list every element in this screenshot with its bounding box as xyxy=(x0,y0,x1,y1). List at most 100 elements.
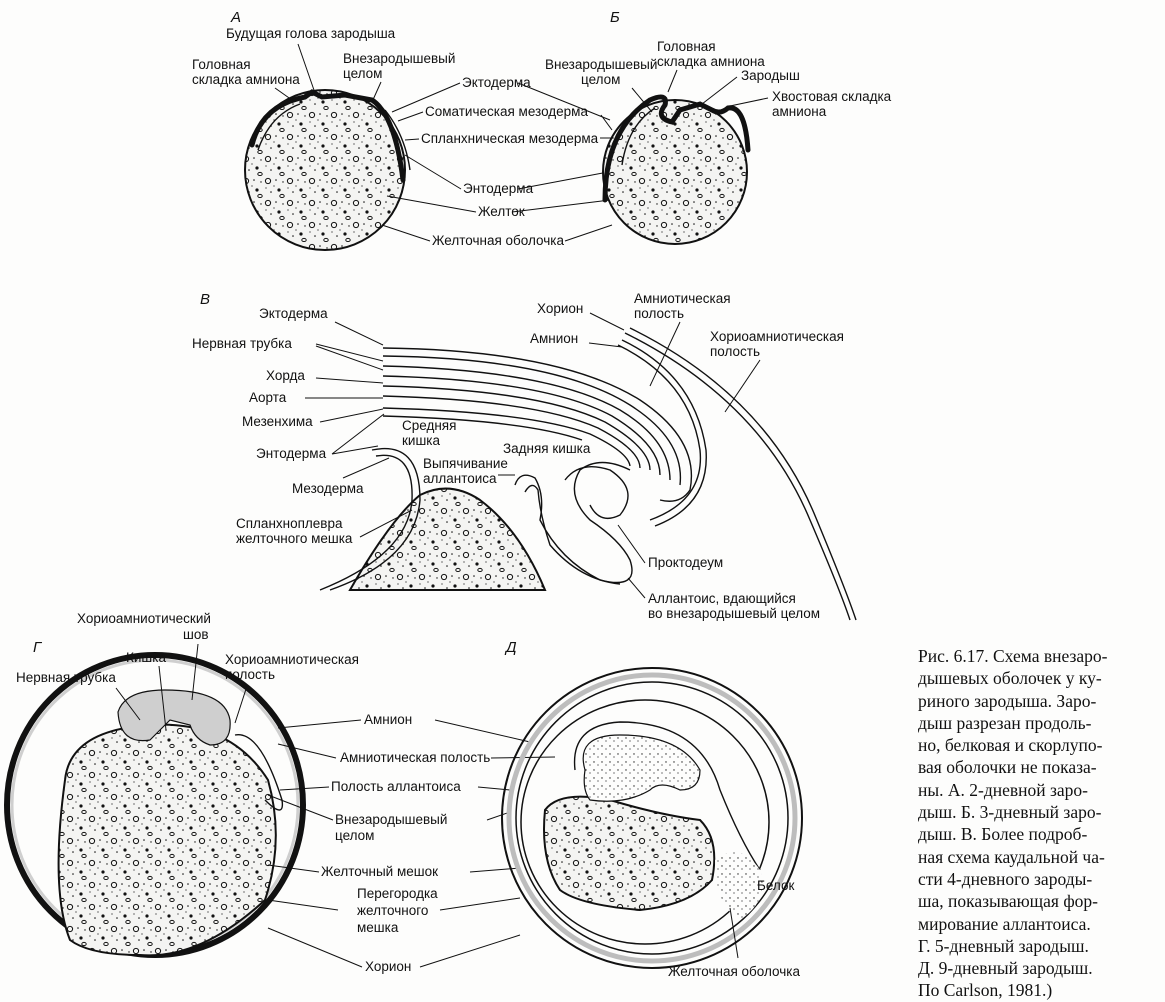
caption-line: дыш разрезан продоль- xyxy=(918,712,1092,733)
label-splanchnopleure-1: Спланхноплевра xyxy=(236,516,343,531)
label-ectoderm-v: Эктодерма xyxy=(259,306,328,321)
label-allantois-bud-1: Выпячивание xyxy=(423,456,508,471)
panel-v-layer xyxy=(382,375,661,476)
label-suture-2: шов xyxy=(183,627,209,642)
panel-v-allantois xyxy=(514,461,633,584)
panel-v-chorion-outer xyxy=(629,327,857,621)
panel-b-embryo-layers xyxy=(602,94,751,203)
label-chorioamniotic-g-2: полость xyxy=(225,667,275,682)
panel-v-layer xyxy=(382,395,641,469)
caption-line: Рис. 6.17. Схема внезаро- xyxy=(918,646,1108,666)
shared-ab-leader-lines xyxy=(511,82,613,242)
panel-d-yolk-sac xyxy=(543,795,716,912)
caption-line: риного зародыша. Заро- xyxy=(918,690,1097,711)
label-coelom-b-2: целом xyxy=(581,72,620,87)
panel-d-embryo xyxy=(582,734,701,802)
caption-line: но, белковая и скорлупо- xyxy=(918,735,1103,756)
panel-v-ectoderm-layer xyxy=(382,347,693,502)
label-suture-1: Хориоамниотический xyxy=(77,611,211,626)
panel-v-splanchnopleure xyxy=(329,448,421,591)
panel-v-layer xyxy=(382,407,631,467)
panel-d-leader-lines xyxy=(729,907,739,959)
panel-v-letter: В xyxy=(200,291,210,308)
label-embryo: Зародыш xyxy=(741,68,800,83)
caption-line: Д. 9-дневный зародыш. xyxy=(918,958,1093,979)
label-endoderm-a: Энтодерма xyxy=(463,181,534,196)
label-yolk-sac: Желточный мешок xyxy=(321,864,438,879)
panel-a: А Будущая голова зародыша Головная склад… xyxy=(192,9,613,251)
label-notochord: Хорда xyxy=(266,368,305,383)
panel-v-yolk xyxy=(348,487,547,591)
panel-v-splanchnopleure-inner xyxy=(319,454,413,591)
caption-line: ная схема каудальной ча- xyxy=(918,846,1105,867)
label-proctodeum: Проктодеум xyxy=(648,555,723,570)
panel-a-somatic-layer xyxy=(384,109,411,171)
label-septum-1: Перегородка xyxy=(357,886,438,901)
label-coelom-a-1: Внезародышевый xyxy=(343,51,455,66)
label-head-fold-b-2: складка амниона xyxy=(657,54,765,69)
label-chorioamniotic-g-1: Хориоамниотическая xyxy=(225,652,359,667)
label-septum-3: мешка xyxy=(357,920,399,935)
panel-a-head-fold xyxy=(257,103,301,151)
label-gut: Кишка xyxy=(126,650,166,665)
caption-line: вая оболочки не показа- xyxy=(918,757,1097,778)
label-mesenchyme: Мезенхима xyxy=(242,414,313,429)
label-midgut-1: Средняя xyxy=(402,418,456,433)
label-amnion-v: Амнион xyxy=(530,331,578,346)
label-amniotic-cavity-v-1: Амниотическая xyxy=(634,291,731,306)
label-coelom-a-2: целом xyxy=(343,66,382,81)
label-head-fold-b-1: Головная xyxy=(657,39,716,54)
label-splanchnic-mesoderm: Спланхническая мезодерма xyxy=(421,131,599,146)
panel-d-allantois-outer xyxy=(515,681,789,955)
panel-a-yolk xyxy=(244,89,406,251)
label-coelom-1: Внезародышевый xyxy=(335,812,447,827)
panel-d-allantois-inner xyxy=(520,699,770,945)
caption-line: дыш. В. Более подроб- xyxy=(918,824,1088,845)
panel-d-letter: Д xyxy=(504,639,517,656)
label-aorta: Аорта xyxy=(249,390,287,405)
panel-g: Г Хориоамниотический шов Кишка Нервная т… xyxy=(4,611,359,958)
panel-v-leader-lines xyxy=(305,312,761,599)
panel-v-layer xyxy=(382,355,682,486)
label-albumen: Белок xyxy=(757,878,794,893)
caption-line: сти 4-дневного зароды- xyxy=(918,868,1093,889)
label-hindgut: Задняя кишка xyxy=(503,441,591,456)
label-somatic-mesoderm: Соматическая мезодерма xyxy=(425,104,588,119)
panel-d: Д Белок Желточная оболочка xyxy=(501,639,803,979)
label-head-fold-a-1: Головная xyxy=(192,57,251,72)
panel-g-leader-lines xyxy=(115,643,248,731)
panel-d-chorion-fill xyxy=(506,672,798,964)
caption-line: мирование аллантоиса. xyxy=(918,913,1091,934)
label-tail-fold-2: амниона xyxy=(772,104,827,119)
label-tail-fold-1: Хвостовая складка xyxy=(772,89,892,104)
panel-g-letter: Г xyxy=(33,639,43,656)
label-coelom-b-1: Внезародышевый xyxy=(545,57,657,72)
panel-d-chorion xyxy=(501,667,803,969)
panel-v-amnion-outer xyxy=(621,339,707,527)
panel-d-amnion xyxy=(573,721,761,871)
panel-v-chorion xyxy=(624,332,851,621)
label-chorion-v: Хорион xyxy=(537,301,583,316)
panel-a-leader-lines xyxy=(274,43,477,242)
label-chorion: Хорион xyxy=(365,959,411,974)
panel-b-letter: Б xyxy=(610,9,620,26)
label-allantois-1: Аллантоис, вдающийся xyxy=(648,591,796,606)
label-midgut-2: кишка xyxy=(402,433,440,448)
panel-d-albumen xyxy=(715,852,763,920)
panel-a-letter: А xyxy=(230,9,241,26)
label-allantois-bud-2: аллантоиса xyxy=(423,471,497,486)
label-chorioamniotic-v-1: Хориоамниотическая xyxy=(710,329,844,344)
label-septum-2: желточного xyxy=(357,903,428,918)
caption-line: ны. А. 2-дневной заро- xyxy=(918,779,1089,800)
label-ectoderm-a: Эктодерма xyxy=(462,75,531,90)
label-splanchnopleure-2: желточного мешка xyxy=(236,531,353,546)
label-chorioamniotic-v-2: полость xyxy=(710,344,760,359)
caption-line: ша, показывающая фор- xyxy=(918,891,1098,912)
panel-v-layer xyxy=(382,415,583,441)
label-future-head: Будущая голова зародыша xyxy=(226,26,396,41)
panel-v-hindgut xyxy=(564,466,629,519)
panel-a-embryo-layers xyxy=(249,89,406,183)
label-neural-tube-g: Нервная трубка xyxy=(16,670,116,685)
caption-line: Г. 5-дневный зародыш. xyxy=(918,935,1089,956)
